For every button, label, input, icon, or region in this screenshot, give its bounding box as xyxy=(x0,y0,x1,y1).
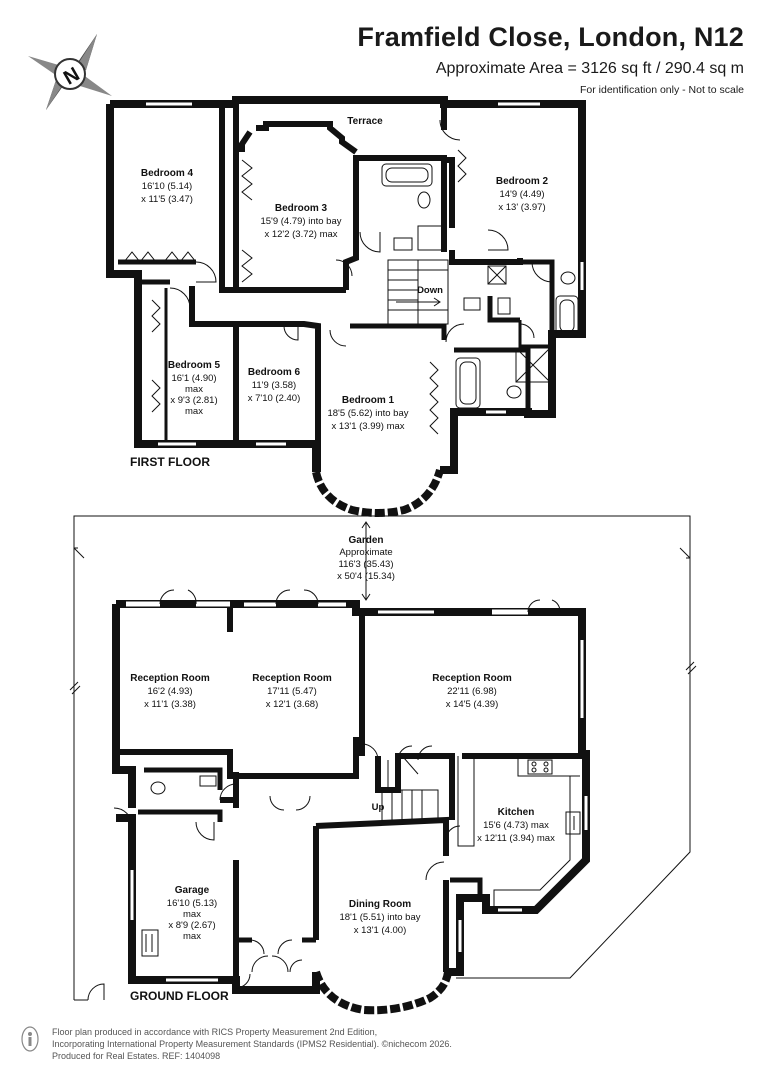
svg-text:max: max xyxy=(185,384,203,395)
ground-floor-labels: Garden Approximate 116'3 (35.43) x 50'4 … xyxy=(130,535,555,1003)
first-floor-plan xyxy=(106,96,586,517)
svg-text:x 11'5 (3.47): x 11'5 (3.47) xyxy=(141,194,193,205)
first-floor-labels: Terrace Down Bedroom 4 16'10 (5.14) x 11… xyxy=(130,116,549,469)
svg-text:17'11 (5.47): 17'11 (5.47) xyxy=(267,686,317,697)
svg-text:15'6 (4.73) max: 15'6 (4.73) max xyxy=(483,820,549,831)
ground-floor-label: GROUND FLOOR xyxy=(130,989,229,1003)
svg-text:16'1 (4.90): 16'1 (4.90) xyxy=(171,373,216,384)
footer-line: Incorporating International Property Mea… xyxy=(52,1039,452,1049)
svg-text:11'9 (3.58): 11'9 (3.58) xyxy=(252,380,296,391)
room-kitchen: Kitchen 15'6 (4.73) max x 12'11 (3.94) m… xyxy=(477,807,555,844)
room-bedroom-4: Bedroom 4 16'10 (5.14) x 11'5 (3.47) xyxy=(141,168,194,205)
svg-text:max: max xyxy=(183,909,201,920)
svg-text:x 12'1 (3.68): x 12'1 (3.68) xyxy=(266,699,319,710)
svg-text:Approximate: Approximate xyxy=(339,547,392,558)
svg-text:Bedroom 6: Bedroom 6 xyxy=(248,367,301,378)
svg-text:18'5 (5.62) into bay: 18'5 (5.62) into bay xyxy=(327,408,408,419)
room-reception-2: Reception Room 17'11 (5.47) x 12'1 (3.68… xyxy=(252,673,332,710)
room-bedroom-3: Bedroom 3 15'9 (4.79) into bay x 12'2 (3… xyxy=(260,203,341,240)
svg-text:Bedroom 3: Bedroom 3 xyxy=(275,203,328,214)
svg-text:x 12'11 (3.94) max: x 12'11 (3.94) max xyxy=(477,833,555,844)
svg-text:Reception Room: Reception Room xyxy=(130,673,210,684)
room-bedroom-2: Bedroom 2 14'9 (4.49) x 13' (3.97) xyxy=(496,176,549,213)
stairs-down-label: Down xyxy=(417,285,443,296)
svg-text:max: max xyxy=(185,406,203,417)
property-title: Framfield Close, London, N12 xyxy=(357,22,744,52)
room-bedroom-1: Bedroom 1 18'5 (5.62) into bay x 13'1 (3… xyxy=(327,395,408,432)
stairs-up-label: Up xyxy=(372,802,385,813)
svg-text:14'9 (4.49): 14'9 (4.49) xyxy=(499,189,544,200)
svg-text:Bedroom 1: Bedroom 1 xyxy=(342,395,395,406)
terrace-label: Terrace xyxy=(347,116,383,127)
room-reception-1: Reception Room 16'2 (4.93) x 11'1 (3.38) xyxy=(130,673,210,710)
svg-text:16'10 (5.13): 16'10 (5.13) xyxy=(167,898,217,909)
footer-line: Produced for Real Estates. REF: 1404098 xyxy=(52,1051,221,1061)
svg-text:x 13'1 (4.00): x 13'1 (4.00) xyxy=(354,925,407,936)
room-garage: Garage 16'10 (5.13) max x 8'9 (2.67) max xyxy=(167,885,217,942)
garden-label: Garden Approximate 116'3 (35.43) x 50'4 … xyxy=(337,535,395,582)
svg-text:Kitchen: Kitchen xyxy=(498,807,535,818)
svg-text:116'3 (35.43): 116'3 (35.43) xyxy=(339,559,394,570)
info-person-icon xyxy=(21,1026,39,1052)
svg-text:Garage: Garage xyxy=(175,885,210,896)
room-dining: Dining Room 18'1 (5.51) into bay x 13'1 … xyxy=(339,899,420,936)
room-bedroom-5: Bedroom 5 16'1 (4.90) max x 9'3 (2.81) m… xyxy=(168,360,221,417)
svg-text:16'10 (5.14): 16'10 (5.14) xyxy=(142,181,192,192)
svg-text:x 7'10 (2.40): x 7'10 (2.40) xyxy=(248,393,301,404)
svg-text:22'11 (6.98): 22'11 (6.98) xyxy=(447,686,497,697)
svg-text:Bedroom 2: Bedroom 2 xyxy=(496,176,549,187)
svg-text:Garden: Garden xyxy=(348,535,383,546)
room-reception-3: Reception Room 22'11 (6.98) x 14'5 (4.39… xyxy=(432,673,512,710)
first-floor-label: FIRST FLOOR xyxy=(130,455,210,469)
footer-line: Floor plan produced in accordance with R… xyxy=(52,1027,378,1037)
svg-text:Reception Room: Reception Room xyxy=(252,673,332,684)
svg-text:x 14'5 (4.39): x 14'5 (4.39) xyxy=(446,699,499,710)
svg-text:x 12'2 (3.72) max: x 12'2 (3.72) max xyxy=(264,229,337,240)
svg-text:x 9'3 (2.81): x 9'3 (2.81) xyxy=(170,395,217,406)
svg-text:x 11'1 (3.38): x 11'1 (3.38) xyxy=(144,699,196,710)
garden-boundary xyxy=(69,515,697,1001)
compass-icon: N xyxy=(28,34,112,110)
footer-text: Floor plan produced in accordance with R… xyxy=(52,1026,452,1062)
svg-text:Reception Room: Reception Room xyxy=(432,673,512,684)
approximate-area: Approximate Area = 3126 sq ft / 290.4 sq… xyxy=(435,60,744,77)
svg-text:x 8'9 (2.67): x 8'9 (2.67) xyxy=(168,920,215,931)
svg-text:15'9 (4.79) into bay: 15'9 (4.79) into bay xyxy=(260,216,341,227)
svg-text:x 13' (3.97): x 13' (3.97) xyxy=(498,202,545,213)
svg-text:Bedroom 5: Bedroom 5 xyxy=(168,360,221,371)
svg-text:x 50'4 (15.34): x 50'4 (15.34) xyxy=(337,571,395,582)
svg-text:Bedroom 4: Bedroom 4 xyxy=(141,168,194,179)
ground-floor-plan xyxy=(112,589,590,1015)
svg-text:Dining Room: Dining Room xyxy=(349,899,411,910)
svg-text:16'2 (4.93): 16'2 (4.93) xyxy=(147,686,192,697)
svg-text:max: max xyxy=(183,931,201,942)
disclaimer-note: For identification only - Not to scale xyxy=(580,84,744,96)
room-bedroom-6: Bedroom 6 11'9 (3.58) x 7'10 (2.40) xyxy=(248,367,301,404)
svg-text:18'1 (5.51) into bay: 18'1 (5.51) into bay xyxy=(339,912,420,923)
svg-text:x 13'1 (3.99) max: x 13'1 (3.99) max xyxy=(331,421,404,432)
